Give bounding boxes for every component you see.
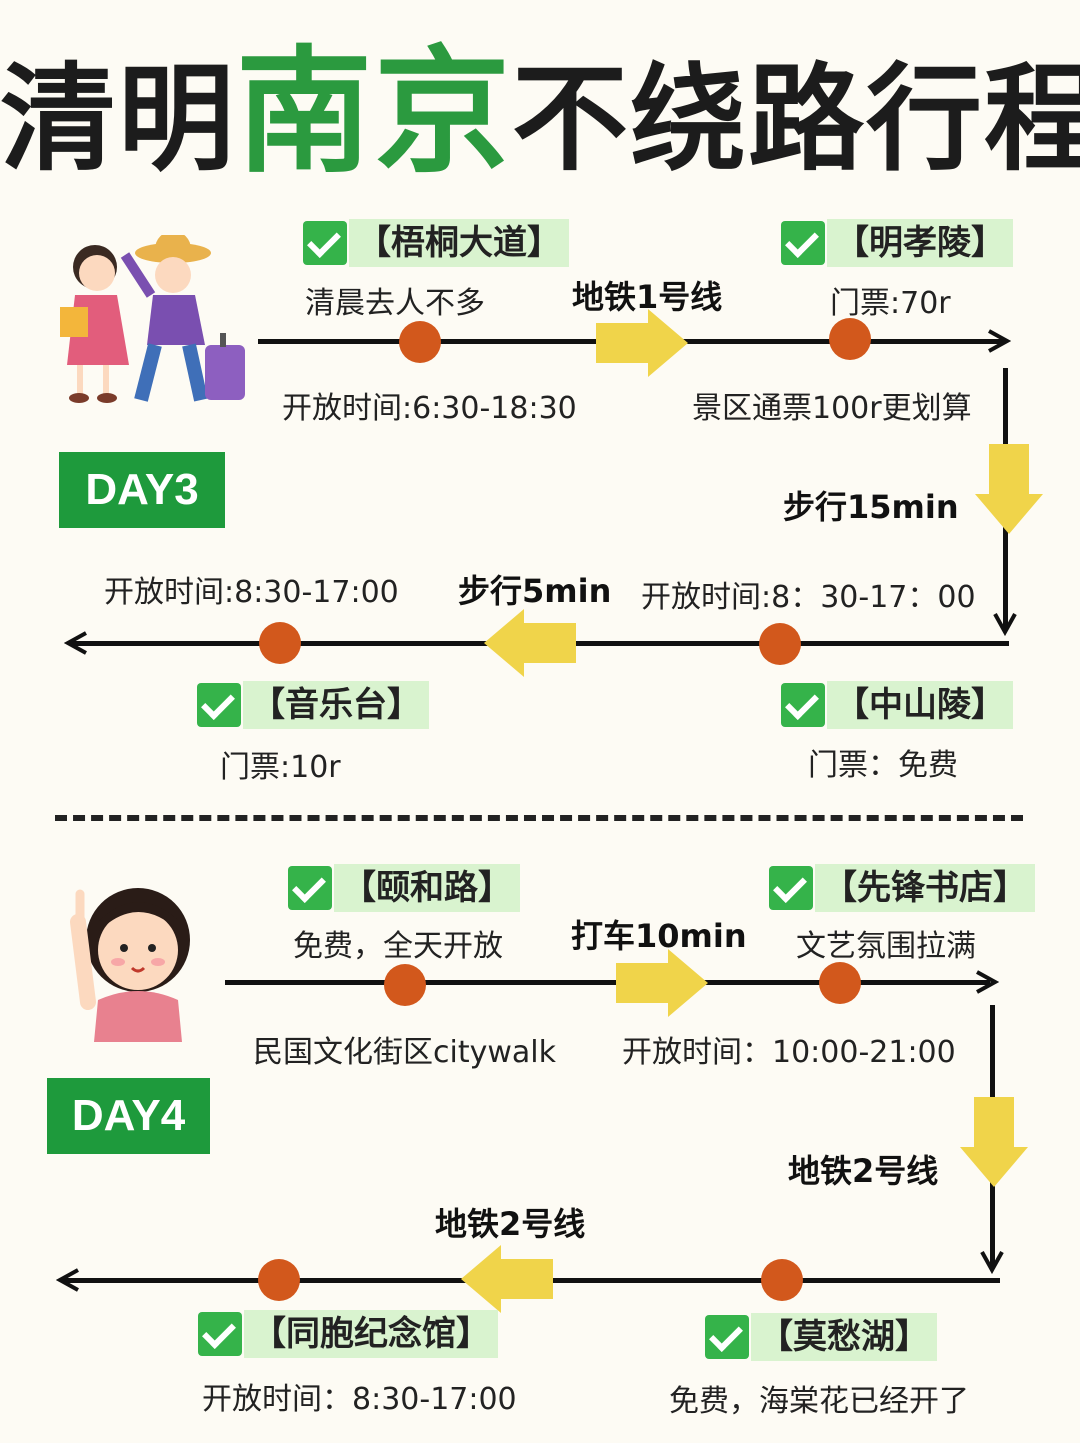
stop-sun-yatsen-mausoleum: 【中山陵】: [781, 681, 1013, 729]
stop-ming-tomb: 【明孝陵】: [781, 219, 1013, 267]
arrow-left-icon: [56, 1267, 82, 1293]
travelers-illustration: [55, 235, 265, 415]
check-icon: [197, 683, 241, 727]
stop-ticket: 门票:10r: [220, 750, 341, 785]
section-divider: [55, 815, 1023, 821]
stop-memorial-hall: 【同胞纪念馆】: [198, 1310, 498, 1358]
transport-label: 步行15min: [783, 488, 959, 526]
check-icon: [705, 1315, 749, 1359]
stop-dot: [399, 321, 441, 363]
stop-name: 【明孝陵】: [827, 219, 1013, 267]
transport-label: 步行5min: [458, 572, 612, 610]
stop-dot: [761, 1259, 803, 1301]
arrow-right-icon: [985, 328, 1011, 354]
stop-dot: [258, 1259, 300, 1301]
stop-dot: [759, 623, 801, 665]
arrow-right-icon: [616, 949, 708, 1017]
arrow-right-icon: [973, 969, 999, 995]
title-part1: 清明: [0, 52, 236, 187]
stop-note: 景区通票100r更划算: [692, 391, 972, 426]
transport-label: 地铁2号线: [435, 1205, 586, 1243]
title-part2: 不绕路行程: [512, 52, 1080, 187]
stop-hours: 开放时间:6:30-18:30: [282, 391, 577, 426]
arrow-down-icon: [979, 1248, 1005, 1274]
title-highlight: 南京: [236, 34, 512, 192]
stop-note: 免费，海棠花已经开了: [669, 1384, 969, 1419]
stop-dot: [384, 964, 426, 1006]
stop-librairie-avant-garde: 【先锋书店】: [769, 864, 1035, 912]
check-icon: [303, 221, 347, 265]
day3-badge: DAY3: [59, 452, 225, 528]
pointing-girl-illustration: [58, 882, 198, 1042]
arrow-left-icon: [64, 630, 90, 656]
stop-music-platform: 【音乐台】: [197, 681, 429, 729]
check-icon: [288, 866, 332, 910]
arrow-down-icon: [975, 444, 1043, 534]
transport-label: 地铁2号线: [788, 1152, 939, 1190]
stop-ticket: 门票:70r: [830, 286, 951, 321]
stop-yihe-road: 【颐和路】: [288, 864, 520, 912]
stop-wutong-avenue: 【梧桐大道】: [303, 219, 569, 267]
transport-label: 地铁1号线: [572, 278, 723, 316]
day4-row1-line: [225, 980, 990, 985]
stop-mochou-lake: 【莫愁湖】: [705, 1313, 937, 1361]
page-title: 清明南京不绕路行程: [0, 38, 1080, 195]
stop-note: 免费，全天开放: [293, 929, 503, 964]
stop-hours: 开放时间：8:30-17:00: [202, 1382, 517, 1417]
stop-name: 【先锋书店】: [815, 864, 1035, 912]
stop-note: 民国文化街区citywalk: [253, 1035, 556, 1070]
check-icon: [781, 221, 825, 265]
arrow-left-icon: [461, 1245, 553, 1313]
stop-hours: 开放时间：10:00-21:00: [622, 1035, 956, 1070]
stop-name: 【音乐台】: [243, 681, 429, 729]
stop-note: 清晨去人不多: [305, 286, 485, 321]
stop-hours: 开放时间:8：30-17：00: [641, 580, 976, 615]
arrow-down-icon: [960, 1097, 1028, 1187]
stop-hours: 开放时间:8:30-17:00: [104, 575, 399, 610]
arrow-down-icon: [992, 610, 1018, 636]
stop-name: 【中山陵】: [827, 681, 1013, 729]
stop-name: 【颐和路】: [334, 864, 520, 912]
check-icon: [769, 866, 813, 910]
stop-dot: [259, 622, 301, 664]
day4-badge: DAY4: [47, 1078, 210, 1154]
check-icon: [198, 1312, 242, 1356]
stop-name: 【梧桐大道】: [349, 219, 569, 267]
arrow-right-icon: [596, 309, 688, 377]
stop-dot: [819, 962, 861, 1004]
stop-name: 【莫愁湖】: [751, 1313, 937, 1361]
stop-ticket: 门票：免费: [808, 748, 958, 783]
check-icon: [781, 683, 825, 727]
arrow-left-icon: [484, 609, 576, 677]
stop-note: 文艺氛围拉满: [796, 929, 976, 964]
stop-name: 【同胞纪念馆】: [244, 1310, 498, 1358]
stop-dot: [829, 318, 871, 360]
transport-label: 打车10min: [571, 917, 747, 955]
